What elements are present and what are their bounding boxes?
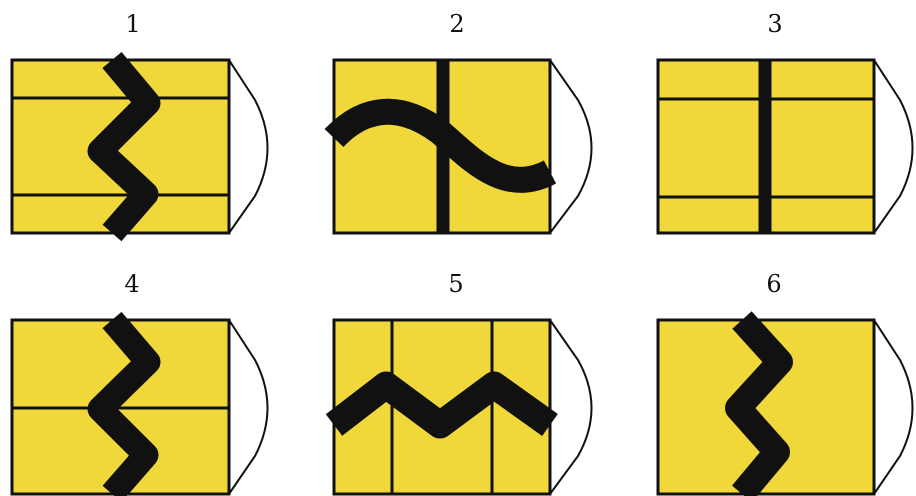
sign-4: 4 bbox=[12, 270, 268, 494]
sign-number-2: 2 bbox=[449, 10, 464, 38]
sign-plate bbox=[334, 60, 550, 233]
sign-tab bbox=[550, 60, 592, 233]
sign-tab bbox=[229, 320, 268, 494]
sign-tab bbox=[229, 60, 268, 233]
sign-number-4: 4 bbox=[124, 270, 139, 298]
sign-plate bbox=[658, 320, 874, 494]
sign-tab bbox=[550, 320, 592, 494]
sign-1: 1 bbox=[12, 10, 268, 233]
sign-3: 3 bbox=[658, 10, 913, 233]
sign-number-5: 5 bbox=[448, 270, 463, 298]
sign-2: 2 bbox=[334, 10, 592, 233]
sign-5: 5 bbox=[334, 270, 592, 494]
sign-number-1: 1 bbox=[125, 10, 140, 38]
sign-number-6: 6 bbox=[766, 270, 781, 298]
sign-plate bbox=[334, 320, 550, 494]
sign-plate bbox=[658, 60, 874, 233]
sign-tab bbox=[874, 60, 913, 233]
sign-6: 6 bbox=[658, 270, 913, 494]
sign-plate bbox=[12, 320, 229, 494]
sign-number-3: 3 bbox=[767, 10, 782, 38]
sign-tab bbox=[874, 320, 913, 494]
sign-plate bbox=[12, 60, 229, 233]
